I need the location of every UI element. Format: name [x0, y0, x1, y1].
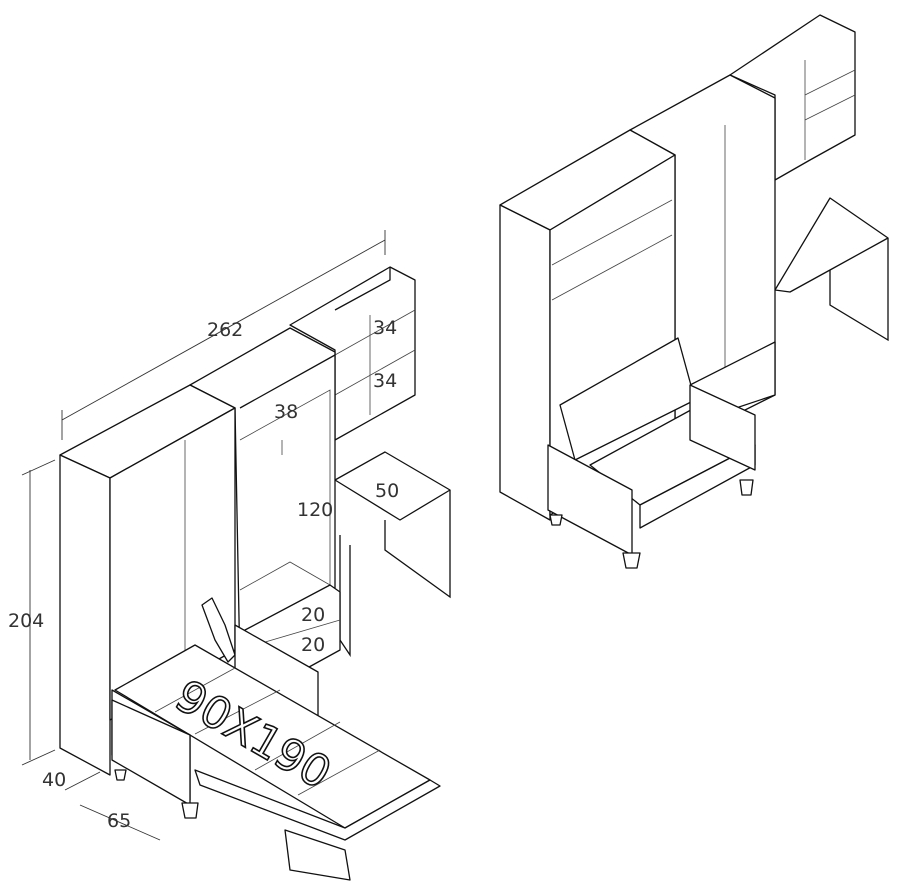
dim-depth: 40: [42, 769, 66, 791]
desk-right: [774, 197, 889, 293]
closed-sofa-view: [499, 14, 889, 569]
dim-desk-depth: 50: [375, 480, 399, 502]
dim-shelf-top: 34: [373, 317, 397, 339]
dim-shelf-second: 34: [373, 370, 397, 392]
dim-drawer-bottom: 20: [301, 634, 325, 656]
dim-height: 204: [8, 610, 44, 632]
dim-total-width: 262: [207, 319, 243, 341]
open-bed-view: 90X190 262 34 34 38 120 50 204 20 20 40 …: [8, 230, 451, 881]
sofa-arm-right: [689, 384, 756, 471]
dim-hanging: 120: [297, 499, 333, 521]
dim-wardrobe-top: 38: [274, 401, 298, 423]
dim-drawer-top: 20: [301, 604, 325, 626]
dim-bed-extension: 65: [107, 810, 131, 832]
